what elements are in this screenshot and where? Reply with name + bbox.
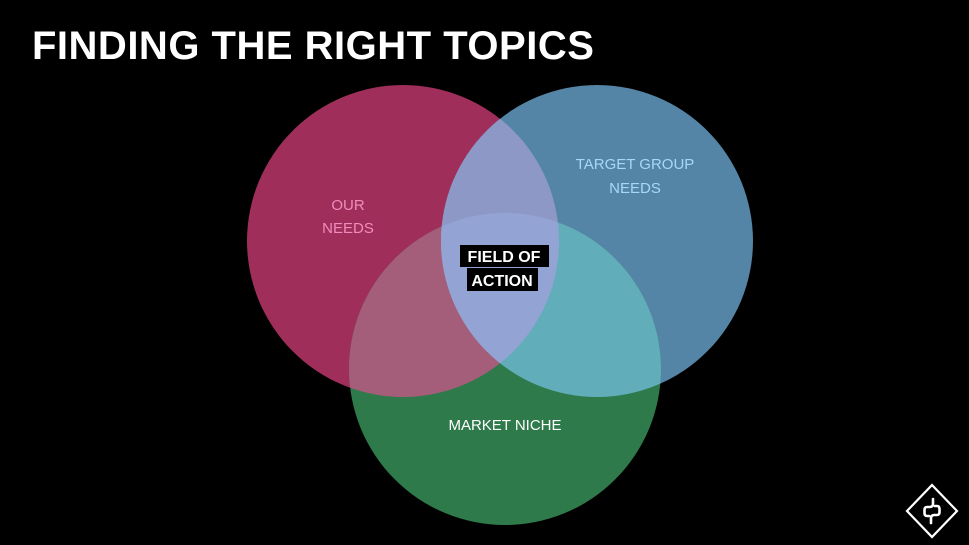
- slide-title: FINDING THE RIGHT TOPICS: [32, 24, 595, 68]
- label-market-niche: MARKET NICHE: [448, 417, 561, 434]
- center-label-bg-line1: [460, 245, 549, 267]
- center-label-line1: FIELD OF: [468, 249, 541, 266]
- label-target-group-needs-line2: NEEDS: [609, 180, 661, 197]
- label-our-needs-line2: NEEDS: [322, 220, 374, 237]
- label-our-needs-line1: OUR: [331, 197, 365, 214]
- center-label-line2: ACTION: [471, 273, 532, 290]
- hexagon-logo-icon: [905, 483, 959, 539]
- label-target-group-needs-line1: TARGET GROUP: [576, 156, 695, 173]
- center-label-bg-line2: [467, 268, 538, 291]
